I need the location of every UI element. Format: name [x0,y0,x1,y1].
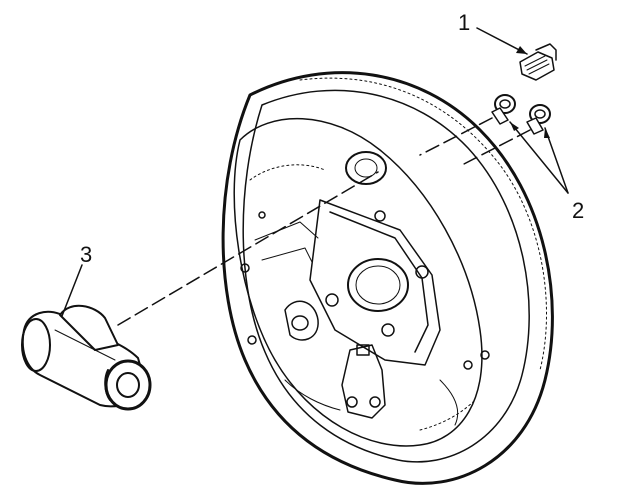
leader-3 [61,264,83,317]
leader-2b [544,127,569,194]
alignment-lines [117,117,531,326]
fitting-upper [491,94,516,125]
leader-2a [509,121,569,194]
bleeder-screw [519,43,557,81]
callout-1: 1 [458,10,470,35]
arrowhead-1 [516,46,527,54]
arrowhead-2b [544,128,550,138]
callout-2: 2 [572,198,584,223]
wheel-cylinder [21,304,152,411]
callout-leaders [61,27,569,317]
arrowhead-2a [510,122,519,131]
backing-plate [221,71,554,485]
fitting-lower [526,104,551,135]
callout-3: 3 [80,242,92,267]
